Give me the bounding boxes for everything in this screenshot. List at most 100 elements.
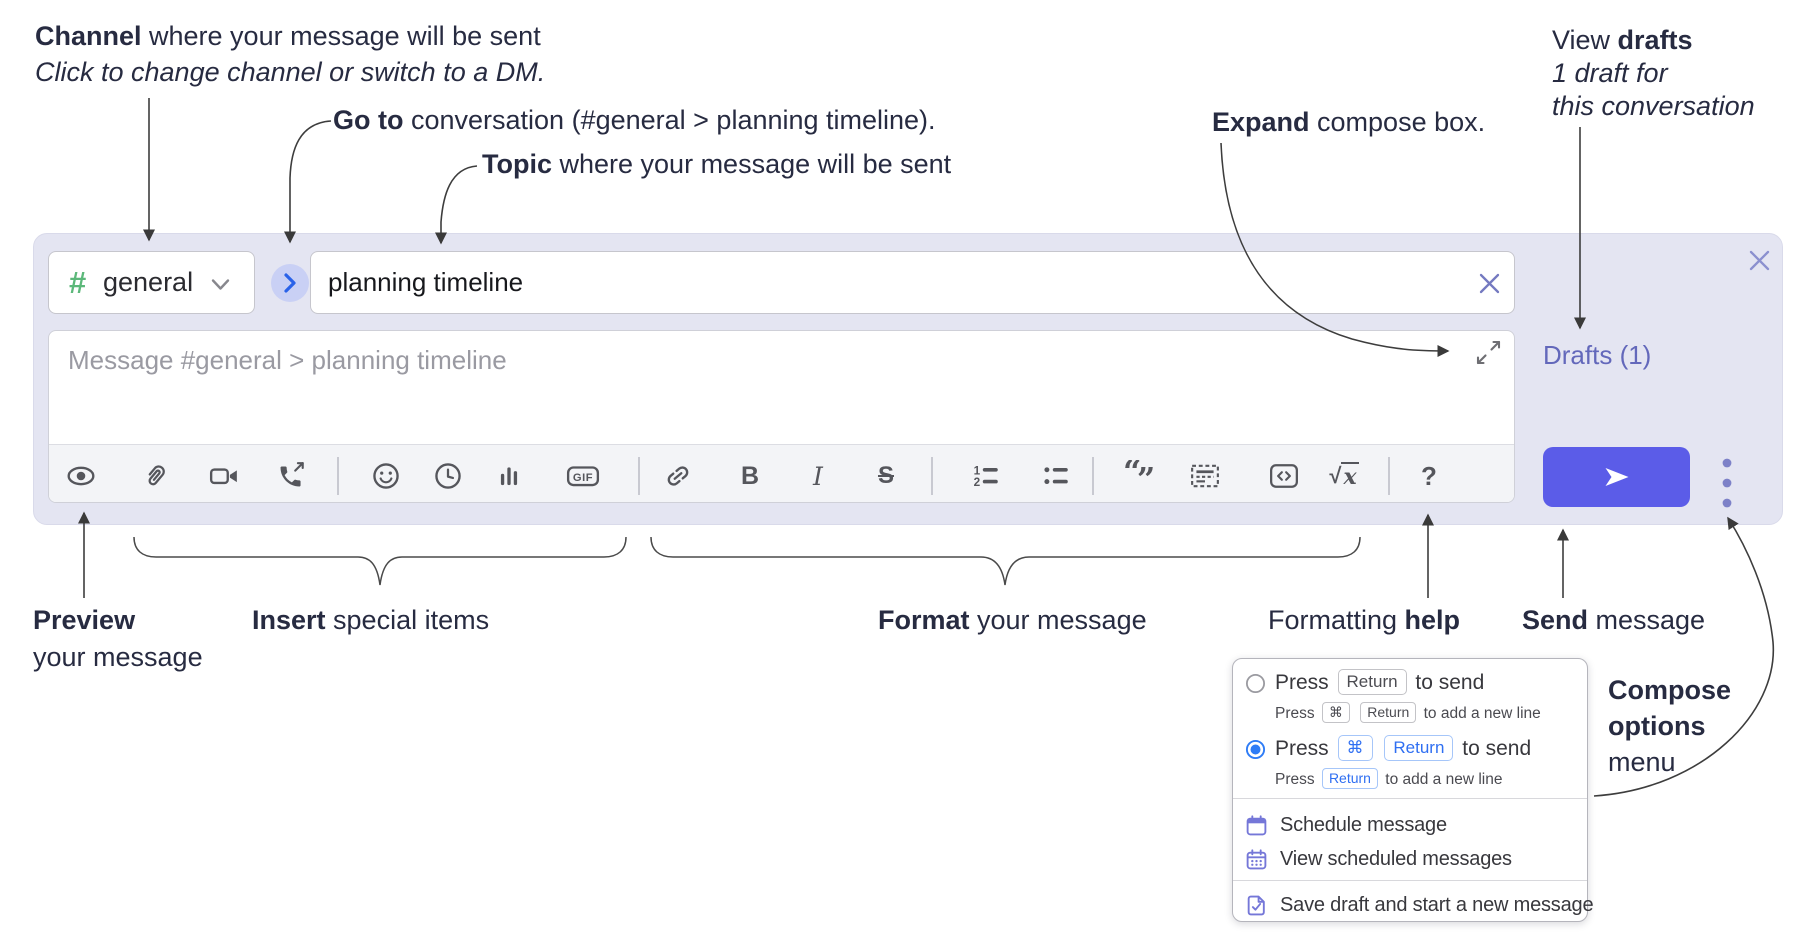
voice-call-icon[interactable] [275, 459, 309, 493]
spoiler-icon[interactable] [1188, 459, 1222, 493]
channel-annotation-rest: where your message will be sent [141, 21, 541, 51]
insert-brace [133, 536, 627, 586]
preview-eye-icon[interactable] [64, 459, 98, 493]
bulleted-list-icon[interactable] [1039, 459, 1073, 493]
view-scheduled-messages-item[interactable]: View scheduled messages [1245, 843, 1512, 875]
preview-label-line1: Preview [33, 604, 135, 636]
italic-icon[interactable]: I [801, 459, 835, 493]
formatting-help-icon[interactable]: ? [1412, 459, 1446, 493]
message-compose-area: GIF B I S 12 “” √x ? [48, 330, 1515, 503]
return-key: Return [1360, 702, 1417, 723]
insert-label: Insert special items [252, 604, 489, 636]
return-key: Return [1384, 735, 1454, 761]
video-call-icon[interactable] [207, 459, 241, 493]
view-scheduled-messages-label: View scheduled messages [1280, 847, 1512, 870]
time-icon[interactable] [431, 459, 465, 493]
send-button[interactable] [1543, 447, 1690, 507]
goto-arrow [284, 120, 332, 244]
gif-icon[interactable]: GIF [566, 459, 600, 493]
italic-glyph: I [813, 461, 823, 491]
math-icon[interactable]: √x [1327, 459, 1361, 493]
topic-input[interactable] [310, 251, 1515, 314]
calendar-grid-icon [1246, 848, 1267, 869]
send-option-cmd-return[interactable]: Press ⌘ Return to send [1275, 735, 1531, 761]
attach-file-icon[interactable] [138, 459, 172, 493]
sqrt-glyph: √ [1329, 463, 1342, 488]
close-compose-icon[interactable] [1746, 247, 1773, 274]
strikethrough-icon[interactable]: S [869, 459, 903, 493]
toolbar-divider [931, 457, 933, 495]
chevron-down-icon [211, 279, 230, 290]
send-message-label: Send message [1522, 604, 1705, 636]
format-bold: Format [878, 605, 970, 635]
toolbar-divider [1092, 457, 1094, 495]
toolbar-divider [337, 457, 339, 495]
svg-text:2: 2 [974, 476, 981, 489]
topic-annotation-rest: where your message will be sent [552, 149, 952, 179]
topic-annotation: Topic where your message will be sent [482, 148, 951, 180]
option1-sub-press: Press [1275, 705, 1315, 722]
view-drafts-annotation-line1: View drafts [1552, 24, 1693, 56]
send-rest: message [1588, 605, 1706, 635]
expand-annotation-bold: Expand [1212, 107, 1310, 137]
channel-name: general [103, 267, 194, 297]
channel-selector[interactable]: # general [48, 251, 255, 314]
drafts-link[interactable]: Drafts (1) [1543, 340, 1652, 370]
channel-hash-icon: # [69, 265, 87, 300]
format-label: Format your message [878, 604, 1147, 636]
emoji-icon[interactable] [369, 459, 403, 493]
link-icon[interactable] [661, 459, 695, 493]
compose-options-label-line3: menu [1608, 747, 1676, 777]
quote-icon[interactable]: “” [1122, 459, 1156, 493]
help-pre: Formatting [1268, 605, 1405, 635]
send-bold: Send [1522, 605, 1589, 635]
calendar-icon [1246, 814, 1267, 835]
strike-glyph: S [877, 462, 894, 489]
poll-icon[interactable] [492, 459, 526, 493]
message-input[interactable] [49, 331, 1514, 445]
channel-annotation-bold: Channel [35, 21, 142, 51]
view-drafts-annotation-line2: 1 draft for [1552, 58, 1668, 88]
svg-text:“: “ [1123, 460, 1141, 490]
cmd-key: ⌘ [1321, 702, 1350, 723]
bold-glyph: B [740, 461, 760, 490]
save-draft-label: Save draft and start a new message [1280, 893, 1594, 916]
view-drafts-annotation-line3: this conversation [1552, 91, 1755, 121]
send-icon [1605, 468, 1629, 486]
schedule-message-label: Schedule message [1280, 813, 1447, 836]
option2-press: Press [1275, 737, 1329, 760]
channel-annotation-line1: Channel where your message will be sent [35, 20, 541, 52]
channel-annotation-line2: Click to change channel or switch to a D… [35, 57, 546, 87]
save-draft-item[interactable]: Save draft and start a new message [1245, 889, 1594, 921]
help-bold: help [1404, 605, 1461, 635]
compose-options-label-line1: Compose [1608, 675, 1732, 705]
insert-bold: Insert [252, 605, 326, 635]
schedule-message-item[interactable]: Schedule message [1245, 809, 1447, 841]
return-key: Return [1337, 669, 1407, 695]
popup-divider [1233, 880, 1587, 881]
radio-unselected-icon[interactable] [1245, 673, 1266, 694]
bold-icon[interactable]: B [733, 459, 767, 493]
insert-rest: special items [325, 605, 490, 635]
goto-annotation-rest: conversation (#general > planning timeli… [403, 105, 936, 135]
send-options-popup: Press Return to send Press ⌘ Return to a… [1232, 658, 1594, 922]
toolbar-divider [638, 457, 640, 495]
compose-options-ellipsis-icon[interactable] [1719, 456, 1735, 510]
toolbar-divider [1388, 457, 1390, 495]
radio-selected-icon[interactable] [1245, 739, 1266, 760]
save-draft-icon [1247, 895, 1265, 915]
topic-annotation-bold: Topic [482, 149, 552, 179]
svg-text:”: ” [1137, 460, 1155, 492]
expand-compose-icon[interactable] [1475, 339, 1502, 366]
compose-options-label-line2: options [1608, 711, 1706, 741]
topic-arrow [435, 165, 478, 245]
code-icon[interactable] [1267, 459, 1301, 493]
clear-topic-icon[interactable] [1477, 271, 1502, 296]
send-option-return[interactable]: Press Return to send [1275, 669, 1484, 695]
option2-sub-press: Press [1275, 771, 1315, 788]
view-drafts-pre: View [1552, 25, 1618, 55]
chevron-right-icon [284, 273, 296, 293]
go-to-conversation-button[interactable] [271, 264, 309, 302]
